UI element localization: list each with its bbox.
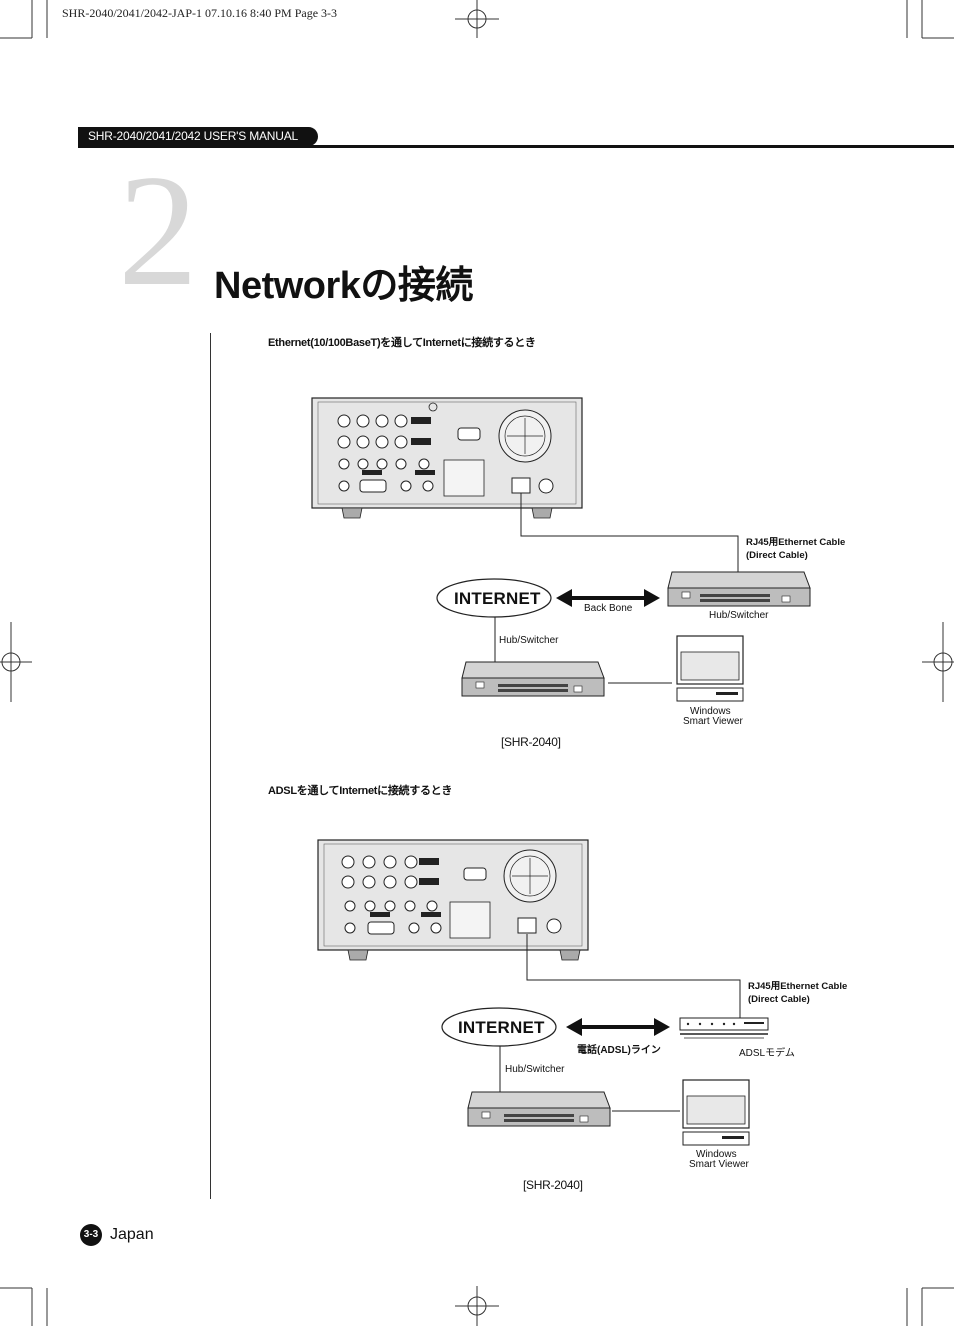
- viewer-label-1-line2: Smart Viewer: [683, 716, 743, 727]
- dvr-rear-panel-2: [317, 839, 589, 961]
- hub-left-label: Hub/Switcher: [499, 635, 559, 646]
- hub-label-2: Hub/Switcher: [505, 1064, 565, 1075]
- backbone-arrow-1: [556, 589, 660, 607]
- page-number-badge: 3-3: [80, 1224, 102, 1246]
- hub-switcher-right-1: [667, 571, 811, 607]
- viewer-label-2-line1: Windows: [696, 1149, 737, 1160]
- diagram-caption-1: [SHR-2040]: [501, 735, 561, 749]
- section2-heading: ADSLを通してInternetに接続するとき: [268, 785, 453, 797]
- cable-label-2-line2: (Direct Cable): [748, 994, 810, 1005]
- dvr-rear-panel-1: [311, 397, 583, 519]
- phone-line-arrow: [566, 1018, 670, 1036]
- windows-pc-1: [676, 635, 744, 702]
- internet-label-2: INTERNET: [458, 1018, 545, 1037]
- footer-language: Japan: [110, 1226, 154, 1243]
- viewer-label-1-line1: Windows: [690, 706, 731, 717]
- cable-label-1-line2: (Direct Cable): [746, 550, 808, 561]
- page-title: Networkの接続: [214, 265, 473, 307]
- internet-cloud-2: [441, 1007, 557, 1047]
- cable-label-2-line1: RJ45用Ethernet Cable: [748, 981, 848, 992]
- section1-heading: Ethernet(10/100BaseT)を通してInternetに接続するとき: [268, 337, 536, 349]
- hub-right-label: Hub/Switcher: [709, 610, 769, 621]
- hub-switcher-2: [467, 1091, 611, 1127]
- chapter-number: 2: [118, 141, 198, 319]
- diagram-caption-2: [SHR-2040]: [523, 1178, 583, 1192]
- print-header: SHR-2040/2041/2042-JAP-1 07.10.16 8:40 P…: [62, 6, 338, 20]
- internet-label-1: INTERNET: [454, 589, 541, 608]
- phone-line-label: 電話(ADSL)ライン: [577, 1045, 661, 1056]
- backbone-label: Back Bone: [584, 603, 633, 614]
- internet-cloud-1: [436, 578, 552, 618]
- header-rule: [78, 145, 954, 148]
- margin-rule: [210, 333, 211, 1199]
- adsl-modem-label: ADSLモデム: [739, 1048, 795, 1059]
- manual-header-tab: SHR-2040/2041/2042 USER'S MANUAL: [78, 127, 318, 146]
- windows-pc-2: [682, 1079, 750, 1146]
- adsl-modem: [679, 1017, 769, 1039]
- viewer-label-2-line2: Smart Viewer: [689, 1159, 749, 1170]
- cable-label-1-line1: RJ45用Ethernet Cable: [746, 537, 846, 548]
- hub-switcher-left-1: [461, 661, 605, 697]
